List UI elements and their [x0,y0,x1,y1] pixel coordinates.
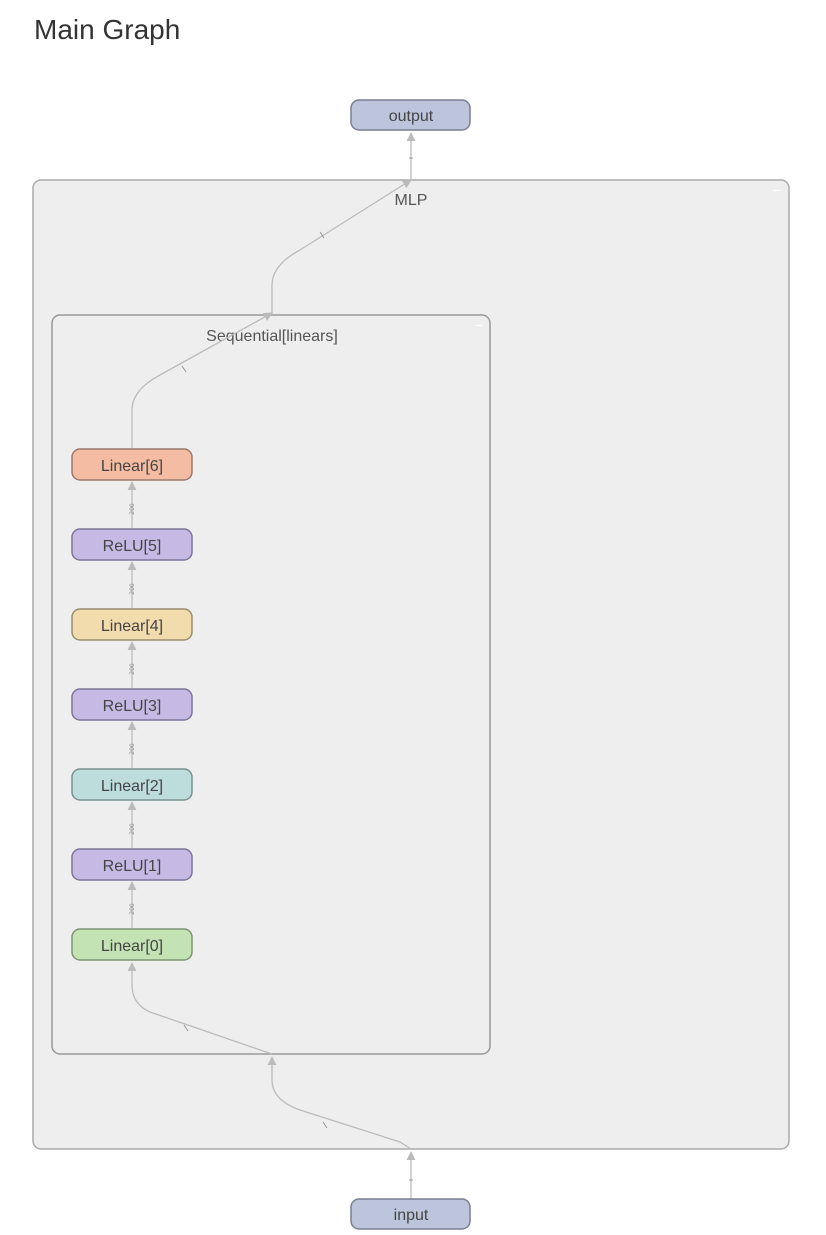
page-title: Main Graph [34,14,181,45]
node-linear4-box[interactable] [71,608,193,641]
collapse-mlp-icon[interactable]: − [773,182,781,198]
node-linear2[interactable]: Linear[2] [71,768,193,801]
node-relu1-box[interactable] [71,848,193,881]
edge-tick-mark [322,1121,328,1129]
node-input-label: input [394,1207,429,1224]
node-relu3-label: ReLU[3] [103,698,162,715]
collapse-sequential-icon[interactable]: − [475,317,483,333]
node-output-label: output [389,108,434,125]
edge-label: 200 [129,743,136,755]
node-linear0-box[interactable] [71,928,193,961]
node-linear4[interactable]: Linear[4] [71,608,193,641]
edge-tick-mark [183,1024,189,1032]
edge-tick-mark [319,231,325,239]
node-linear0-label: Linear[0] [101,938,163,955]
group-mlp-label: MLP [395,192,428,209]
edge-label: 200 [129,583,136,595]
node-relu3[interactable]: ReLU[3] [71,688,193,721]
edge-tick-mark [181,365,187,373]
node-relu5-label: ReLU[5] [103,538,162,555]
node-linear0[interactable]: Linear[0] [71,928,193,961]
node-linear6[interactable]: Linear[6] [71,448,193,481]
node-linear4-label: Linear[4] [101,618,163,635]
edge-label: 200 [129,503,136,515]
node-input-box[interactable] [350,1198,471,1230]
edge-linear6-sequential [131,312,273,448]
node-linear2-box[interactable] [71,768,193,801]
node-relu3-box[interactable] [71,688,193,721]
node-relu1[interactable]: ReLU[1] [71,848,193,881]
node-linear2-label: Linear[2] [101,778,163,795]
node-output-box[interactable] [350,99,471,131]
edge-sequential-mlp [271,179,412,315]
node-input[interactable]: input [350,1198,471,1230]
edge-sequential-linear0 [127,962,273,1055]
edge-label: 200 [129,823,136,835]
edges [127,132,416,1199]
edge-label: 200 [129,663,136,675]
node-relu5[interactable]: ReLU[5] [71,528,193,561]
edge-labels: 200 200 200 200 200 200 [129,503,136,915]
node-linear6-box[interactable] [71,448,193,481]
node-linear6-label: Linear[6] [101,458,163,475]
edge-label: 200 [129,903,136,915]
node-relu5-box[interactable] [71,528,193,561]
edge-mlp-sequential [267,1056,412,1150]
node-output[interactable]: output [350,99,471,131]
node-relu1-label: ReLU[1] [103,858,162,875]
group-sequential-label: Sequential[linears] [206,328,338,345]
